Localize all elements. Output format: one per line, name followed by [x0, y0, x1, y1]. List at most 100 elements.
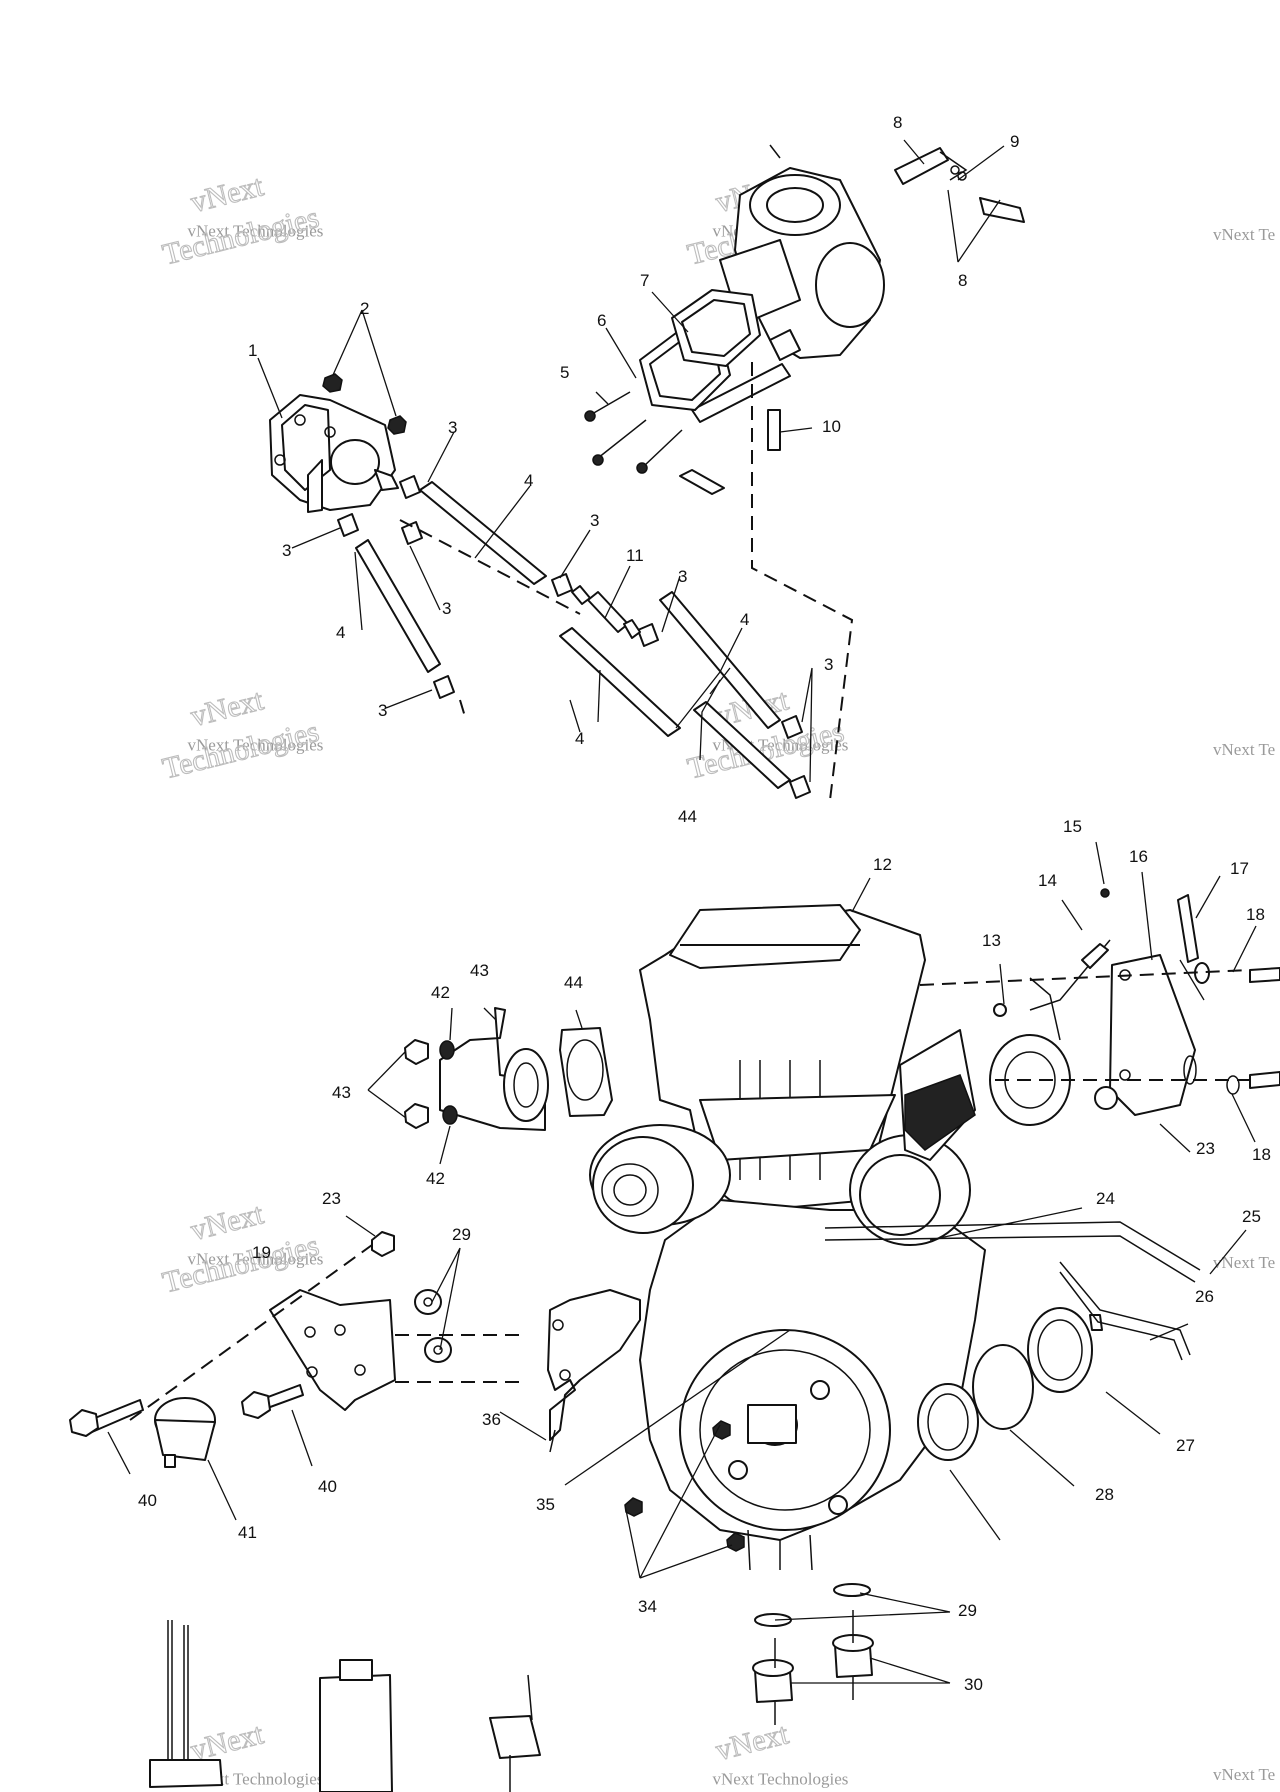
relay: [319, 1659, 393, 1792]
callout-labels: 1 2 3 4 3 3 4 3 3 11 3 4 3 4 44 5 6 7 8 …: [138, 113, 1271, 1694]
clamps: [337, 475, 811, 799]
callout-10: 10: [822, 417, 841, 436]
callout-7: 7: [640, 271, 649, 290]
callout-37: 40: [138, 1491, 157, 1510]
callout-38: 41: [238, 1523, 257, 1542]
callout-4: 4: [575, 729, 584, 748]
callout-11: 11: [626, 546, 644, 565]
svg-text:vNext: vNext: [188, 1197, 268, 1247]
exhaust-nuts: [404, 1039, 458, 1129]
callout-6: 6: [597, 311, 606, 330]
callout-15: 15: [1063, 817, 1082, 836]
mount-washers: [371, 1231, 452, 1363]
watermark: vNext vNext Technologies Technologies: [159, 1197, 324, 1300]
callout-43: 44: [564, 973, 583, 992]
svg-text:vNext: vNext: [188, 683, 268, 733]
svg-text:Technologies: Technologies: [159, 715, 322, 786]
vent-hoses: [894, 147, 1025, 223]
lower-mounts: [752, 1583, 874, 1725]
clamps-lower: [1027, 1307, 1103, 1393]
routing-line: [459, 699, 467, 721]
svg-text:vNext Te: vNext Te: [1213, 1765, 1275, 1784]
carb-gaskets: [639, 289, 761, 411]
switch: [489, 1674, 541, 1792]
breather-hoses: [824, 1221, 1201, 1361]
callout-4: 4: [740, 610, 749, 629]
routing-line: [399, 519, 581, 615]
svg-text:vNext Technologies: vNext Technologies: [187, 222, 323, 241]
callout-23: 23: [1196, 1139, 1215, 1158]
callout-23: 23: [322, 1189, 341, 1208]
svg-text:vNext: vNext: [188, 169, 268, 219]
fuel-hoses: [355, 363, 791, 789]
callout-30: 30: [964, 1675, 983, 1694]
callout-13: 13: [982, 931, 1001, 950]
callout-19: 19: [252, 1243, 271, 1262]
callout-37: 40: [318, 1477, 337, 1496]
callout-3: 3: [824, 655, 833, 674]
callout-29: 29: [452, 1225, 471, 1244]
svg-text:vNext Technologies: vNext Technologies: [187, 736, 323, 755]
alignment-line: [919, 969, 1251, 986]
callout-5: 5: [560, 363, 569, 382]
callout-4: 4: [524, 471, 533, 490]
callout-3: 3: [378, 701, 387, 720]
carburetor: [719, 144, 885, 361]
watermark: vNext vNext Technologies: [712, 1717, 848, 1789]
pump-nuts: [322, 373, 407, 435]
carb-screws: [584, 391, 683, 474]
routing-line: [751, 362, 854, 801]
crankcase: [639, 1199, 986, 1571]
oil-filter: [589, 1124, 731, 1234]
callout-36: 36: [482, 1410, 501, 1429]
callout-3: 3: [442, 599, 451, 618]
mount-bolts: [69, 1384, 304, 1437]
callout-9: 9: [1010, 132, 1019, 151]
callout-25: 25: [1242, 1207, 1261, 1226]
callout-18: 18: [1246, 905, 1265, 924]
callout-35: 35: [536, 1495, 555, 1514]
callout-34: 34: [638, 1597, 657, 1616]
callout-1: 1: [248, 341, 257, 360]
callout-29: 29: [958, 1601, 977, 1620]
callout-44: 44: [678, 807, 697, 826]
exhaust-gasket: [559, 1027, 613, 1117]
watermark: vNext vNext Technologies Technologies: [159, 683, 324, 786]
svg-text:vNext Te: vNext Te: [1213, 740, 1275, 759]
callout-3: 3: [282, 541, 291, 560]
callout-40: 42: [431, 983, 450, 1002]
callout-8: 8: [958, 271, 967, 290]
callout-24: 24: [1096, 1189, 1115, 1208]
watermark: vNext vNext Technologies Technologies: [159, 169, 324, 272]
engine-mount-bracket: [269, 1289, 396, 1411]
callout-27: 27: [1176, 1436, 1195, 1455]
svg-text:vNext: vNext: [713, 1717, 793, 1767]
mount-plate: [993, 954, 1197, 1116]
intake-boot: [849, 1134, 971, 1246]
callout-16: 16: [1129, 847, 1148, 866]
leader-lines: [107, 139, 1257, 1684]
callout-17: 17: [1230, 859, 1249, 878]
callout-3: 3: [590, 511, 599, 530]
callout-3: 3: [678, 567, 687, 586]
heat-shield: [547, 1289, 641, 1453]
callout-26: 26: [1195, 1287, 1214, 1306]
engine-block: [639, 904, 926, 1211]
rubber-mount: [154, 1397, 216, 1468]
exhaust-manifold: [439, 1007, 549, 1131]
callout-42: 43: [470, 961, 489, 980]
svg-text:vNext Te: vNext Te: [1213, 225, 1275, 244]
sensor: [149, 1620, 223, 1788]
callout-2: 2: [360, 299, 369, 318]
callout-41: 43: [332, 1083, 351, 1102]
callout-3: 3: [448, 418, 457, 437]
engine-carb: [899, 1029, 1071, 1161]
callout-4: 4: [336, 623, 345, 642]
callout-28: 28: [1095, 1485, 1114, 1504]
callout-40: 42: [426, 1169, 445, 1188]
watermark-edge: vNext Te vNext Te vNext Te vNext Te: [1213, 225, 1275, 1784]
spark-plug-lead: [1029, 888, 1111, 1041]
svg-text:Technologies: Technologies: [159, 1229, 322, 1300]
callout-12: 12: [873, 855, 892, 874]
